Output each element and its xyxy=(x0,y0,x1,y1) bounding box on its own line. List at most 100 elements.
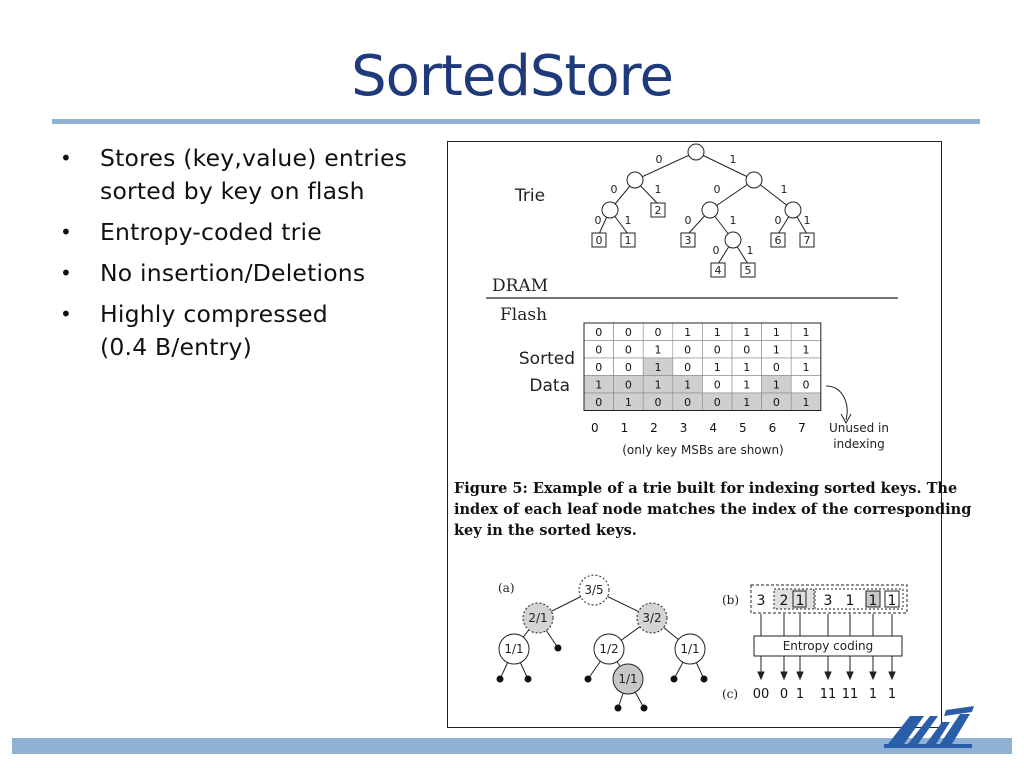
table-bit: 1 xyxy=(684,326,691,339)
slide-title: SortedStore xyxy=(351,44,674,109)
unused-arrow xyxy=(825,385,848,421)
column-index: 4 xyxy=(709,421,717,435)
table-bit: 0 xyxy=(595,396,602,409)
table-bit: 0 xyxy=(684,361,691,374)
edge-label: 0 xyxy=(611,183,618,196)
node-label: 2/1 xyxy=(528,611,547,625)
leaf-index: 7 xyxy=(804,234,811,247)
table-bit: 1 xyxy=(655,379,662,392)
caption-line: index of each leaf node matches the inde… xyxy=(454,501,971,518)
table-bit: 1 xyxy=(714,326,721,339)
table-bit: 0 xyxy=(714,379,721,392)
table-bit: 0 xyxy=(773,361,780,374)
edge-label: 1 xyxy=(730,153,737,166)
panel-b-boxes xyxy=(750,584,908,614)
leaf-index: 2 xyxy=(655,204,662,217)
table-bit: 0 xyxy=(684,396,691,409)
table-bit: 1 xyxy=(803,361,810,374)
table-bit: 0 xyxy=(655,326,662,339)
table-bit: 0 xyxy=(595,326,602,339)
panel-a-leaves xyxy=(496,644,708,712)
panel-b-value: 1 xyxy=(796,593,805,609)
edge-label: 1 xyxy=(747,244,754,257)
edge-label: 0 xyxy=(685,214,692,227)
panel-c-code: 11 xyxy=(842,687,859,702)
table-bit: 1 xyxy=(625,396,632,409)
bottom-bar xyxy=(12,738,1012,754)
table-bit: 0 xyxy=(773,396,780,409)
panel-c-label: (c) xyxy=(722,687,738,701)
column-index: 6 xyxy=(769,421,777,435)
edge-label: 1 xyxy=(804,214,811,227)
flash-label: Flash xyxy=(500,305,547,325)
table-bit: 1 xyxy=(743,326,750,339)
arrow-head xyxy=(780,671,788,681)
unused-label: Unused in xyxy=(829,421,889,435)
column-index: 1 xyxy=(621,421,629,435)
dram-label: DRAM xyxy=(492,276,548,296)
panel-b-value: 2 xyxy=(780,593,789,609)
unused-arrow-head xyxy=(840,413,852,425)
table-bit: 0 xyxy=(595,344,602,357)
leaf-index: 3 xyxy=(685,234,692,247)
figure-caption: Figure 5: Example of a trie built for in… xyxy=(454,480,971,539)
edge-label: 1 xyxy=(625,214,632,227)
table-bit: 1 xyxy=(743,379,750,392)
bullet-text: Stores (key,value) entries sorted by key… xyxy=(100,144,408,205)
node-label: 1/2 xyxy=(599,642,618,656)
arrow-head xyxy=(824,671,832,681)
panel-c-code: 00 xyxy=(753,687,770,702)
table-bit: 1 xyxy=(595,379,602,392)
panel-a-tree xyxy=(498,574,706,709)
table-bit: 1 xyxy=(714,361,721,374)
edge-label: 1 xyxy=(655,183,662,196)
table-bit: 0 xyxy=(743,344,750,357)
panel-b-value: 1 xyxy=(846,593,855,609)
bullet-list: Stores (key,value) entries sorted by key… xyxy=(58,142,438,372)
edge-label: 1 xyxy=(730,214,737,227)
caption-line: key in the sorted keys. xyxy=(454,522,637,539)
leaf-index: 5 xyxy=(745,264,752,277)
panel-c-code: 0 xyxy=(780,687,788,702)
column-index: 5 xyxy=(739,421,747,435)
unused-label: indexing xyxy=(833,437,884,451)
table-bit: 0 xyxy=(625,379,632,392)
edge-label: 0 xyxy=(713,244,720,257)
leaf-index: 0 xyxy=(596,234,603,247)
panel-c-code: 1 xyxy=(796,687,804,702)
panel-b-arrows xyxy=(757,614,896,681)
table-bit: 0 xyxy=(655,396,662,409)
caption-line: Figure 5: Example of a trie built for in… xyxy=(454,480,957,497)
table-bit: 0 xyxy=(625,361,632,374)
node-label: 3/5 xyxy=(584,583,603,597)
table-bit: 0 xyxy=(595,361,602,374)
arrow-head xyxy=(888,671,896,681)
leaf-index: 1 xyxy=(625,234,632,247)
table-bit: 1 xyxy=(773,344,780,357)
panel-c-code: 1 xyxy=(888,687,896,702)
arrow-head xyxy=(869,671,877,681)
data-label: Data xyxy=(529,376,570,396)
table-bit: 1 xyxy=(655,361,662,374)
panel-b-value: 1 xyxy=(869,593,878,609)
bullet-item: Stores (key,value) entries sorted by key… xyxy=(58,142,438,208)
arrow-head xyxy=(846,671,854,681)
table-border xyxy=(583,322,822,411)
table-bit: 1 xyxy=(803,344,810,357)
table-bit: 1 xyxy=(743,361,750,374)
panel-b-value: 1 xyxy=(888,593,897,609)
panel-a-node-labels: 3/5 2/1 3/2 1/1 1/2 1/1 1/1 xyxy=(504,583,699,686)
table-bit: 1 xyxy=(803,326,810,339)
table-bit: 0 xyxy=(714,344,721,357)
leaf-index: 6 xyxy=(775,234,782,247)
table-bit: 0 xyxy=(684,344,691,357)
bullet-text: Highly compressed (0.4 B/entry) xyxy=(100,300,328,361)
node-label: 1/1 xyxy=(680,642,699,656)
bullet-item: Highly compressed (0.4 B/entry) xyxy=(58,298,438,364)
panel-b-value: 3 xyxy=(824,593,833,609)
arrow-head xyxy=(796,671,804,681)
table-bit: 1 xyxy=(773,379,780,392)
edge-label: 0 xyxy=(656,153,663,166)
